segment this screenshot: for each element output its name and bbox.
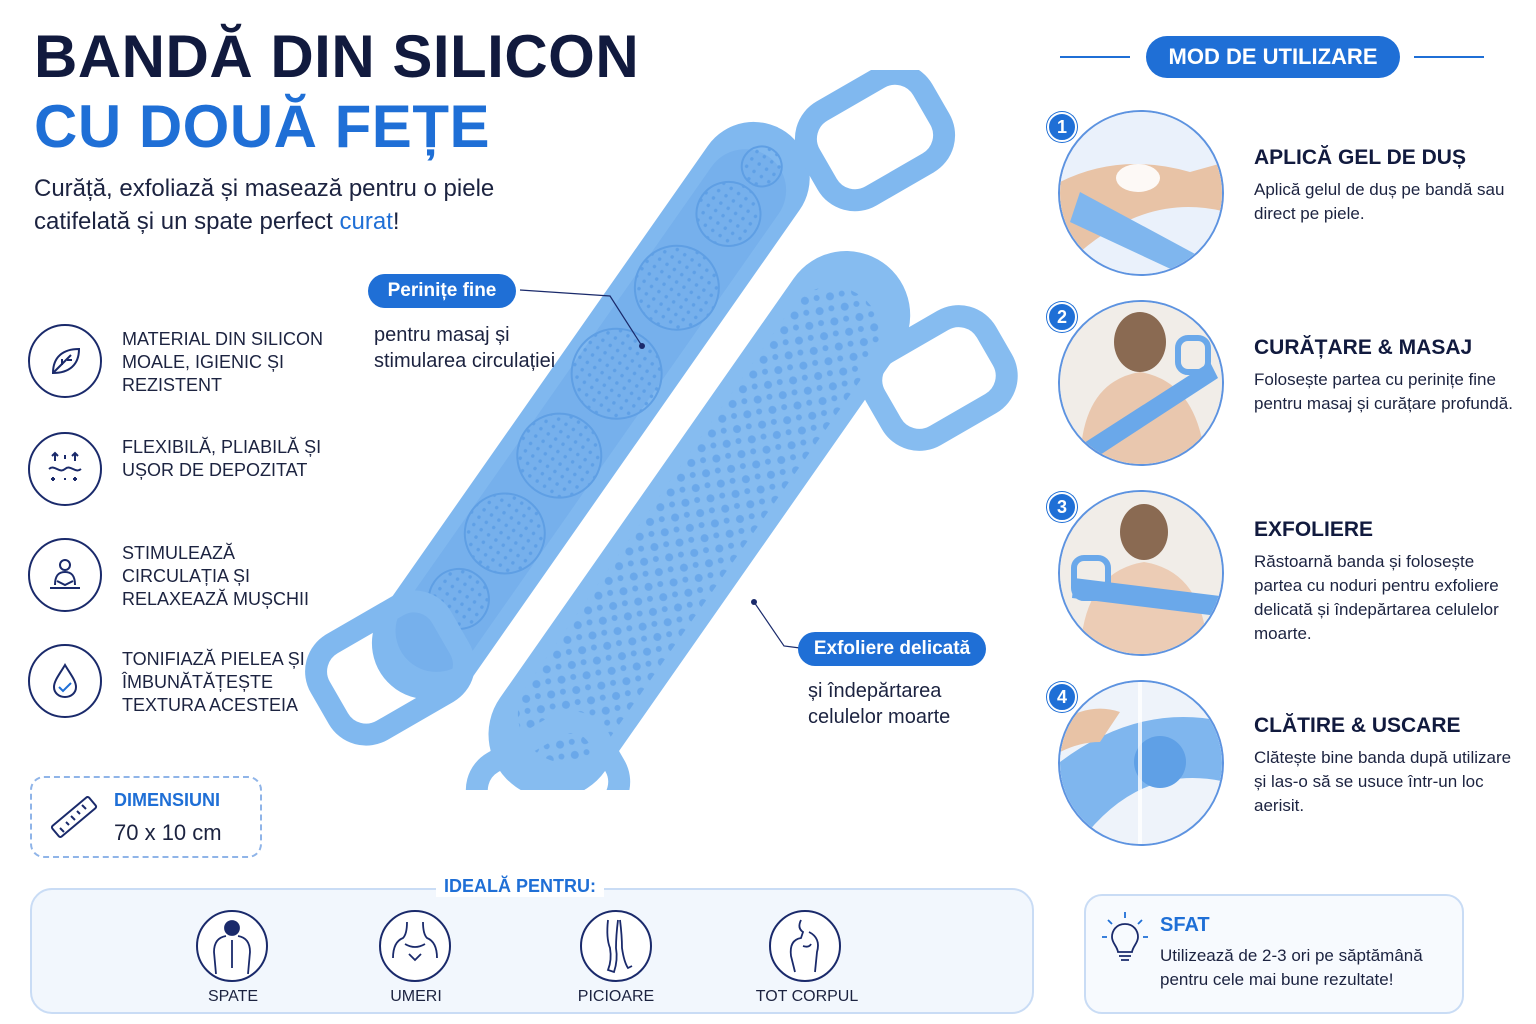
page-title-line2: CU DOUĂ FEȚE [34,93,490,160]
relax-person-icon [28,538,102,612]
legs-icon [580,910,652,982]
step-2-number: 2 [1047,302,1077,332]
callout-exfoliate-text: și îndepărtarea celulelor moarte [808,680,951,728]
feature-text-3: STIMULEAZĂ CIRCULAȚIA ȘI RELAXEAZĂ MUȘCH… [122,543,310,609]
feature-text-1: MATERIAL DIN SILICON MOALE, IGIENIC ȘI R… [122,329,324,395]
callout-exfoliate-label: Exfoliere delicată [798,632,986,666]
step-1-photo [1058,110,1224,276]
step-4-number: 4 [1047,682,1077,712]
callout-fine-label: Perinițe fine [368,274,516,308]
tip-box [1084,894,1464,1014]
shoulders-icon [379,910,451,982]
feature-text-2: FLEXIBILĂ, PLIABILĂ ȘI UȘOR DE DEPOZITAT [122,437,322,480]
leaf-icon [28,324,102,398]
subtitle: Curăță, exfoliază și masează pentru o pi… [34,172,594,238]
water-drop-check-icon [28,644,102,718]
step-1-title: APLICĂ GEL DE DUȘ [1254,146,1466,169]
step-1-desc: Aplică gelul de duș pe bandă sau direct … [1254,180,1505,223]
step-1-number: 1 [1047,112,1077,142]
subtitle-end: ! [392,208,400,235]
subtitle-highlight: curat [339,208,393,235]
step-3-photo [1058,490,1224,656]
usage-header: MOD DE UTILIZARE [1146,36,1400,78]
callout-fine-text: pentru masaj și stimularea circulației [374,324,556,372]
step-2-photo [1058,300,1224,466]
strap-brushes-side [305,70,956,746]
header-line-left [1060,56,1130,58]
flexible-arrows-icon [28,432,102,506]
page-title-line1: BANDĂ DIN SILICON [34,23,640,90]
tip-title: SFAT [1160,914,1210,936]
step-2-title: CURĂȚARE & MASAJ [1254,336,1473,359]
strap-nodules-side [465,251,1018,790]
tip-text: Utilizează de 2-3 ori pe săptămână pentr… [1160,946,1423,989]
step-4-photo [1058,680,1224,846]
step-4-title: CLĂTIRE & USCARE [1254,714,1461,737]
header-line-right [1414,56,1484,58]
ruler-icon [46,790,102,851]
full-body-icon [769,910,841,982]
step-3-title: EXFOLIERE [1254,518,1374,541]
subtitle-text: Curăță, exfoliază și masează pentru o pi… [34,175,495,235]
ideal-label-umeri: UMERI [390,988,442,1005]
ideal-label-tot-corpul: TOT CORPUL [755,988,859,1005]
dimensions-box [30,776,262,858]
lightbulb-icon [1100,910,1150,971]
dimensions-value: 70 x 10 cm [114,820,222,845]
ideal-label-spate: SPATE [207,988,259,1005]
feature-text-4: TONIFIAZĂ PIELEA ȘI ÎMBUNĂTĂȚEȘTE TEXTUR… [122,649,305,715]
product-illustration [305,70,1018,790]
step-4-desc: Clătește bine banda după utilizare și la… [1254,748,1512,815]
step-3-number: 3 [1047,492,1077,522]
back-icon [196,910,268,982]
step-3-desc: Răstoarnă banda și folosește partea cu n… [1254,552,1499,643]
step-2-desc: Folosește partea cu perinițe fine pentru… [1254,370,1513,413]
dimensions-title: DIMENSIUNI [114,790,221,810]
ideal-for-box [30,888,1034,1014]
ideal-label-picioare: PICIOARE [577,988,655,1005]
ideal-for-title: IDEALĂ PENTRU: [436,876,604,897]
